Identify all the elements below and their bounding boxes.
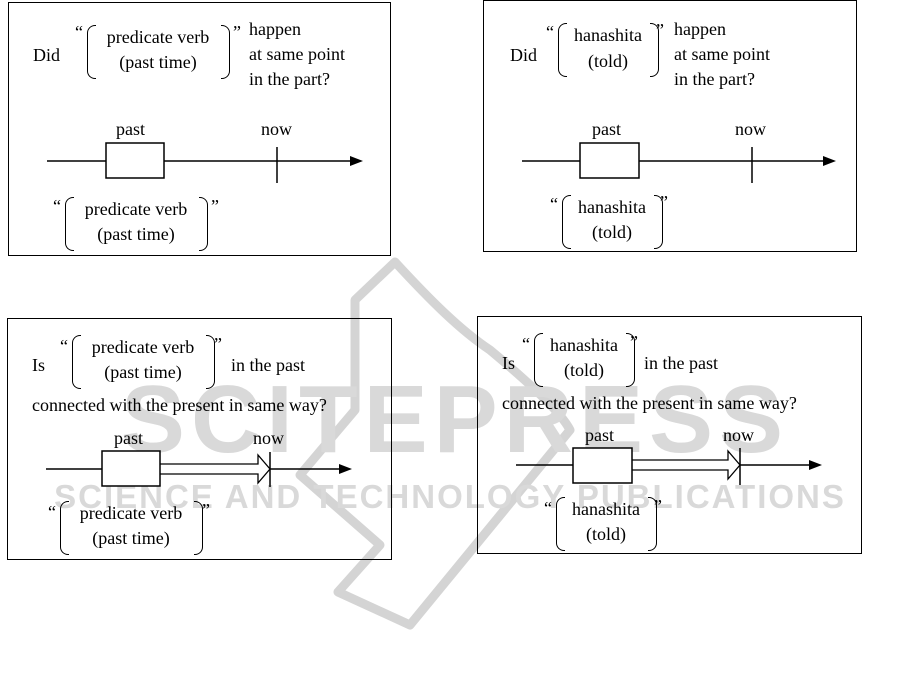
question-line-2: connected with the present in same way? [32, 395, 327, 415]
bracket-line-2: (told) [586, 524, 626, 544]
open-quote: “ [53, 196, 61, 216]
now-label: now [261, 119, 292, 139]
open-quote: “ [522, 334, 530, 354]
suffix-text: in the past [644, 353, 718, 373]
bracket-line-1: predicate verb [84, 199, 188, 219]
panel-hanashita-same-point: Did “ hanashita (told) ” happen at same … [483, 0, 857, 252]
bracket-left [534, 333, 543, 387]
bracket-left [558, 23, 567, 77]
panel-predicate-verb-same-point: Did “ predicate verb (past time) ” happe… [8, 2, 391, 256]
bracket-line-2: (told) [564, 360, 604, 380]
timeline-svg [516, 447, 822, 485]
prefix-text: Is [502, 353, 515, 373]
timeline-arrowhead [809, 460, 822, 470]
open-quote: “ [48, 502, 56, 522]
timeline-arrowhead [339, 464, 352, 474]
connection-arrow [160, 453, 271, 485]
suffix-line-2: at same point [674, 44, 770, 64]
past-box [105, 142, 165, 179]
bracket-line-1: predicate verb [106, 27, 210, 47]
bracket-line-1: predicate verb [91, 337, 195, 357]
bracket-right [221, 25, 230, 79]
close-quote: ” [233, 22, 241, 42]
bracket-line-1: hanashita [572, 499, 640, 519]
bracket-line-2: (past time) [104, 362, 182, 382]
timeline-svg [522, 142, 836, 183]
bracket-left [60, 501, 69, 555]
bracket-left [562, 195, 571, 249]
suffix-line-2: at same point [249, 44, 345, 64]
past-label: past [114, 428, 143, 448]
open-quote: “ [544, 498, 552, 518]
timeline-arrowhead [823, 156, 836, 166]
prefix-text: Did [33, 45, 60, 65]
close-quote: ” [654, 496, 662, 516]
bracket-left [87, 25, 96, 79]
timeline-arrowhead [350, 156, 363, 166]
open-quote: “ [60, 336, 68, 356]
bracket-line-2: (past time) [92, 528, 170, 548]
panel-predicate-verb-connected: Is “ predicate verb (past time) ” in the… [7, 318, 392, 560]
suffix-line-1: happen [674, 19, 726, 39]
past-box [572, 447, 633, 484]
bracket-line-2: (past time) [97, 224, 175, 244]
bracket-line-1: hanashita [550, 335, 618, 355]
suffix-line-3: in the part? [249, 69, 330, 89]
past-box [579, 142, 640, 179]
timeline-svg [47, 142, 363, 183]
bracket-right [199, 197, 208, 251]
close-quote: ” [211, 196, 219, 216]
past-label: past [592, 119, 621, 139]
bracket-line-1: hanashita [574, 25, 642, 45]
suffix-line-1: happen [249, 19, 301, 39]
past-label: past [116, 119, 145, 139]
now-label: now [253, 428, 284, 448]
close-quote: ” [660, 192, 668, 212]
past-label: past [585, 425, 614, 445]
bracket-left [65, 197, 74, 251]
open-quote: “ [550, 194, 558, 214]
open-quote: “ [75, 22, 83, 42]
prefix-text: Is [32, 355, 45, 375]
open-quote: “ [546, 22, 554, 42]
close-quote: ” [630, 332, 638, 352]
bracket-left [556, 497, 565, 551]
suffix-line-3: in the part? [674, 69, 755, 89]
now-label: now [735, 119, 766, 139]
bracket-line-1: predicate verb [79, 503, 183, 523]
bracket-line-2: (told) [588, 51, 628, 71]
question-line-2: connected with the present in same way? [502, 393, 797, 413]
close-quote: ” [214, 334, 222, 354]
close-quote: ” [202, 500, 210, 520]
timeline-svg [46, 450, 352, 487]
bracket-line-1: hanashita [578, 197, 646, 217]
past-box [101, 450, 161, 487]
bracket-line-2: (told) [592, 222, 632, 242]
bracket-line-2: (past time) [119, 52, 197, 72]
panel-hanashita-connected: Is “ hanashita (told) ” in the past conn… [477, 316, 862, 554]
close-quote: ” [656, 20, 664, 40]
suffix-text: in the past [231, 355, 305, 375]
connection-arrow [632, 449, 741, 481]
now-label: now [723, 425, 754, 445]
prefix-text: Did [510, 45, 537, 65]
bracket-left [72, 335, 81, 389]
